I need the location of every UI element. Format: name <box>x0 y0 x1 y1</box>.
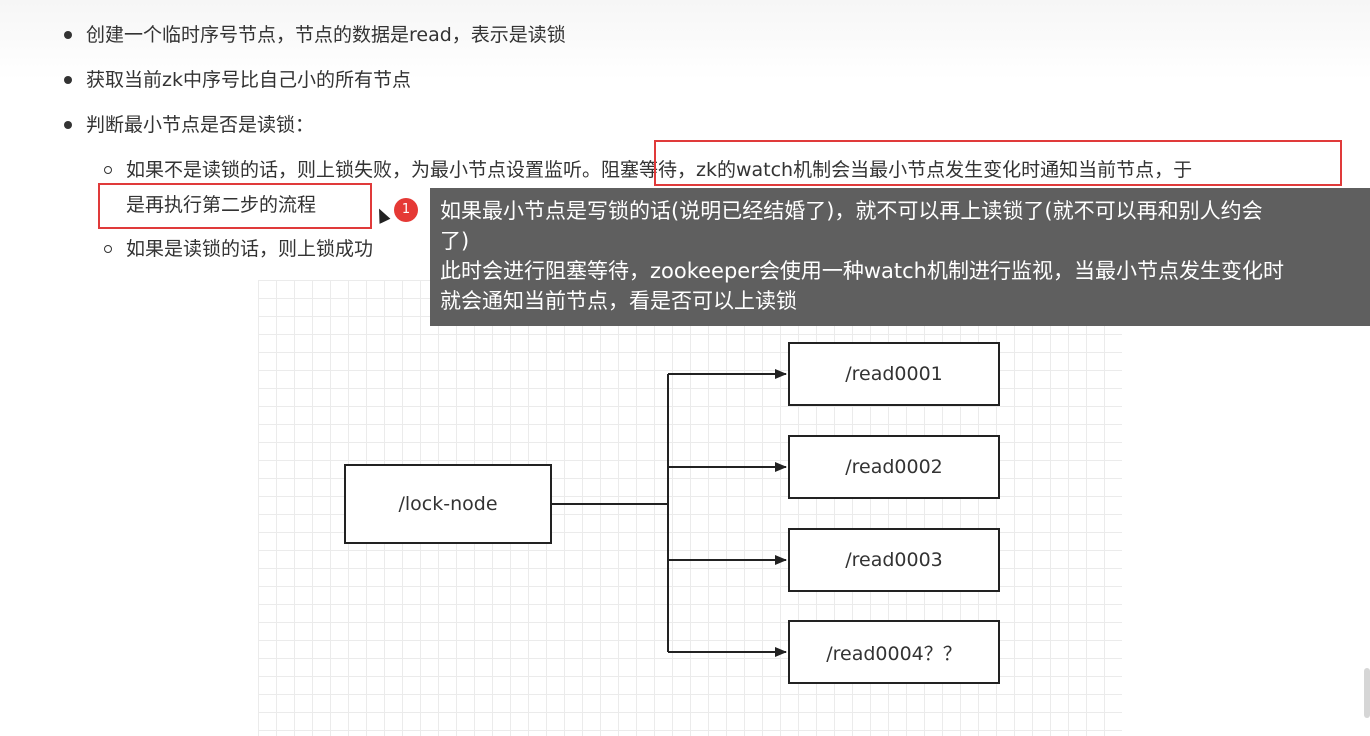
bullet-item-1: 创建一个临时序号节点，节点的数据是read，表示是读锁 <box>64 22 566 48</box>
bullet-text-3: 判断最小节点是否是读锁： <box>86 114 315 136</box>
annotation-badge[interactable]: 1 <box>394 198 418 222</box>
sub-bullet-text-1: 如果不是读锁的话，则上锁失败，为最小节点设置监听。阻塞等待，zk的watch机制… <box>126 159 1193 181</box>
highlight-box-bottom <box>98 183 372 229</box>
node-lock-node: /lock-node <box>344 464 552 544</box>
node-label: /read0004？？ <box>826 642 962 665</box>
sub-bullet-circle <box>104 245 112 253</box>
tooltip-line-1: 如果最小节点是写锁的话(说明已经结婚了)，就不可以再上读锁了(就不可以再和别人约… <box>440 199 1263 223</box>
node-read0003: /read0003 <box>788 528 1000 592</box>
node-label: /read0001 <box>845 363 943 385</box>
bullet-item-2: 获取当前zk中序号比自己小的所有节点 <box>64 67 411 93</box>
node-label: /read0002 <box>845 456 943 478</box>
bullet-text-2: 获取当前zk中序号比自己小的所有节点 <box>86 69 411 91</box>
sub-bullet-1: 如果不是读锁的话，则上锁失败，为最小节点设置监听。阻塞等待，zk的watch机制… <box>104 157 1193 183</box>
tooltip-line-2: 了) <box>440 229 470 253</box>
annotation-tooltip: 如果最小节点是写锁的话(说明已经结婚了)，就不可以再上读锁了(就不可以再和别人约… <box>430 188 1370 326</box>
sub-bullet-circle <box>104 166 112 174</box>
sub-bullet-2: 如果是读锁的话，则上锁成功 <box>104 236 374 262</box>
node-read0004: /read0004？？ <box>788 620 1000 684</box>
bullet-dot <box>64 31 72 39</box>
bullet-text-1: 创建一个临时序号节点，节点的数据是read，表示是读锁 <box>86 24 566 46</box>
top-shade <box>0 0 1370 80</box>
sub-bullet-1-continuation: 是再执行第二步的流程 <box>126 192 316 218</box>
bullet-dot <box>64 76 72 84</box>
tooltip-line-4: 就会通知当前节点，看是否可以上读锁 <box>440 289 797 313</box>
tooltip-line-3: 此时会进行阻塞等待，zookeeper会使用一种watch机制进行监视，当最小节… <box>440 259 1284 283</box>
node-read0002: /read0002 <box>788 435 1000 499</box>
sub-bullet-text-1-cont: 是再执行第二步的流程 <box>126 194 317 216</box>
sub-bullet-text-2: 如果是读锁的话，则上锁成功 <box>126 238 374 260</box>
node-label: /lock-node <box>398 493 498 515</box>
scrollbar-edge[interactable] <box>1364 668 1370 718</box>
bullet-item-3: 判断最小节点是否是读锁： <box>64 112 315 138</box>
node-read0001: /read0001 <box>788 342 1000 406</box>
node-label: /read0003 <box>845 549 943 571</box>
highlight-box-top <box>654 140 1342 186</box>
bullet-dot <box>64 121 72 129</box>
